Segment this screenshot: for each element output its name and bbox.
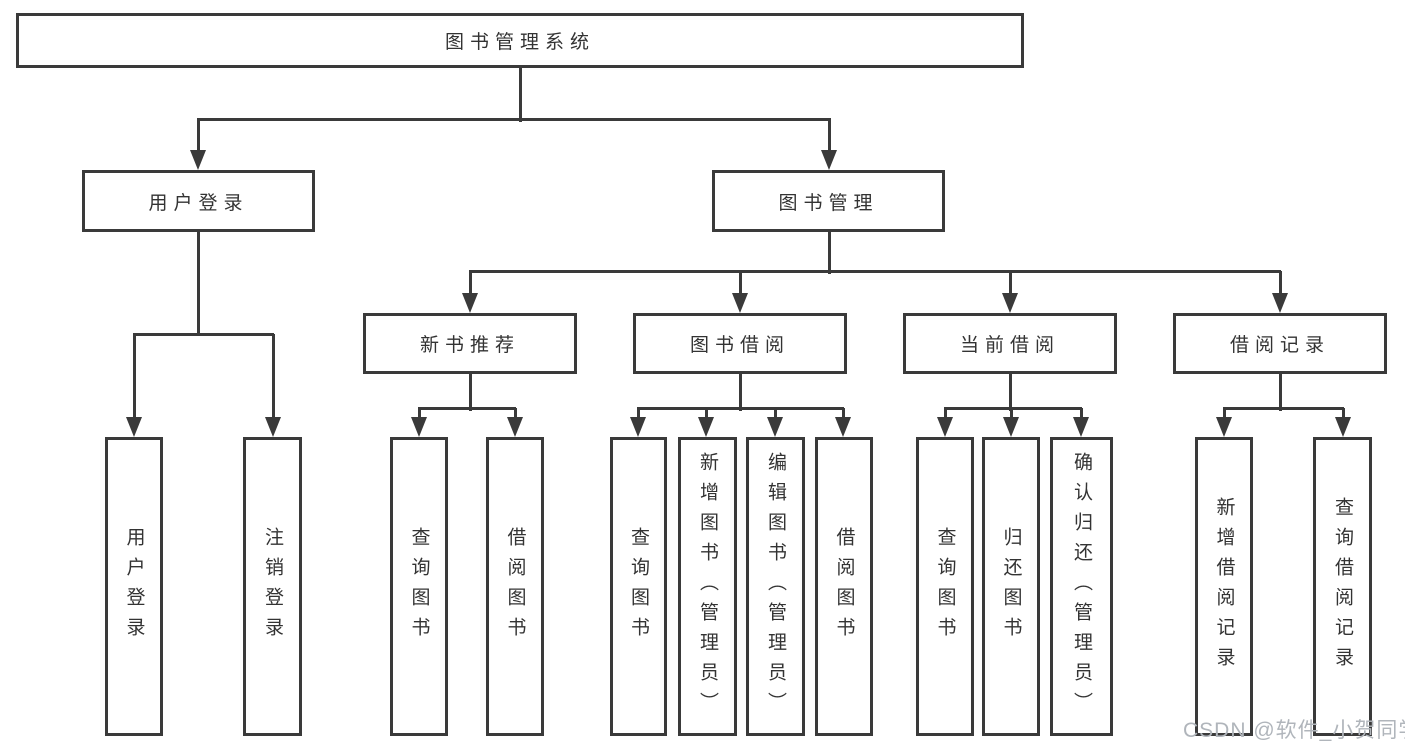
arrow-leaf: [698, 417, 714, 437]
node-label: 借阅记录: [1229, 335, 1330, 356]
connector-to-current-borrow: [1009, 271, 1012, 295]
connector-new-book-stem: [469, 374, 472, 411]
node-book-management: 图书管理: [712, 170, 945, 232]
leaf-label: 新增借阅记录: [1213, 496, 1235, 677]
connector-leaf: [1080, 408, 1083, 419]
leaf-confirm-return-admin: 确认归还（管理员）: [1050, 437, 1113, 736]
leaf-label: 注销登录: [262, 526, 283, 647]
leaf-user-login: 用户登录: [105, 437, 163, 736]
connector-leaf: [418, 408, 421, 419]
connector-leaf: [1010, 408, 1013, 419]
connector-borrow-record-stem: [1279, 374, 1282, 411]
arrow-leaf: [1216, 417, 1232, 437]
leaf-return-books: 归还图书: [982, 437, 1040, 736]
node-current-borrowing: 当前借阅: [903, 313, 1117, 374]
arrow-leaf: [1073, 417, 1089, 437]
connector-level3-fork: [469, 270, 1281, 273]
leaf-label: 用户登录: [123, 526, 145, 647]
arrow-to-new-book: [462, 293, 478, 313]
connector-book-borrow-stem: [739, 374, 742, 411]
arrow-leaf: [630, 417, 646, 437]
connector-level2-fork: [197, 118, 831, 121]
node-label: 新书推荐: [419, 335, 520, 356]
leaf-label: 借阅图书: [833, 526, 855, 647]
arrow-to-borrow-record: [1272, 293, 1288, 313]
leaf-add-books-admin: 新增图书（管理员）: [678, 437, 737, 736]
connector-to-leaf-login: [133, 334, 136, 419]
leaf-query-borrow-record: 查询借阅记录: [1313, 437, 1372, 736]
connector-to-book-borrow: [739, 271, 742, 295]
connector-leaf: [705, 408, 708, 419]
connector-leaf: [944, 408, 947, 419]
connector-borrow-record-fork: [1223, 407, 1344, 410]
node-label: 用户登录: [148, 192, 249, 214]
arrow-to-book-management: [821, 150, 837, 170]
leaf-query-books-current: 查询图书: [916, 437, 974, 736]
connector-leaf: [637, 408, 640, 419]
leaf-label: 查询图书: [934, 526, 956, 647]
connector-to-new-book: [469, 271, 472, 295]
node-user-login: 用户登录: [82, 170, 315, 232]
connector-root-stem: [519, 66, 522, 122]
leaf-label: 确认归还（管理员）: [1071, 451, 1092, 722]
connector-leaf: [1342, 408, 1345, 419]
node-label: 当前借阅: [959, 335, 1060, 356]
arrow-leaf: [767, 417, 783, 437]
arrow-to-leaf-logout: [265, 417, 281, 437]
arrow-leaf: [937, 417, 953, 437]
arrow-to-current-borrow: [1002, 293, 1018, 313]
connector-current-borrow-fork: [944, 407, 1082, 410]
arrow-leaf: [411, 417, 427, 437]
csdn-watermark: CSDN @软件_小贺同学: [1183, 719, 1405, 742]
arrow-leaf: [507, 417, 523, 437]
leaf-logout: 注销登录: [243, 437, 302, 736]
node-label: 图书借阅: [689, 335, 790, 356]
connector-leaf: [514, 408, 517, 419]
leaf-label: 归还图书: [1000, 526, 1022, 647]
connector-to-book-management: [828, 119, 831, 152]
arrow-leaf: [1335, 417, 1351, 437]
arrow-leaf: [1003, 417, 1019, 437]
leaf-query-books-borrowing: 查询图书: [610, 437, 667, 736]
leaf-label: 借阅图书: [504, 526, 526, 647]
connector-to-user-login: [197, 119, 200, 152]
leaf-add-borrow-record: 新增借阅记录: [1195, 437, 1253, 736]
connector-current-borrow-stem: [1009, 374, 1012, 411]
node-label: 图书管理系统: [444, 32, 595, 53]
leaf-label: 查询图书: [628, 526, 649, 647]
connector-leaf: [774, 408, 777, 419]
connector-leaf: [842, 408, 845, 419]
leaf-label: 查询图书: [408, 526, 430, 647]
connector-to-borrow-record: [1279, 271, 1282, 295]
node-book-borrowing: 图书借阅: [633, 313, 847, 374]
node-label: 图书管理: [778, 192, 879, 214]
leaf-borrow-books: 借阅图书: [815, 437, 873, 736]
arrow-to-book-borrow: [732, 293, 748, 313]
connector-user-login-fork: [133, 333, 274, 336]
arrow-leaf: [835, 417, 851, 437]
connector-user-login-stem: [197, 232, 200, 336]
node-borrowing-records: 借阅记录: [1173, 313, 1387, 374]
node-new-book-recommend: 新书推荐: [363, 313, 577, 374]
leaf-label: 新增图书（管理员）: [697, 451, 718, 722]
arrow-to-user-login: [190, 150, 206, 170]
leaf-query-books-recommend: 查询图书: [390, 437, 448, 736]
leaf-label: 编辑图书（管理员）: [765, 451, 786, 722]
node-library-management-system: 图书管理系统: [16, 13, 1024, 68]
connector-to-leaf-logout: [272, 334, 275, 419]
arrow-to-leaf-login: [126, 417, 142, 437]
connector-leaf: [1223, 408, 1226, 419]
leaf-edit-books-admin: 编辑图书（管理员）: [746, 437, 805, 736]
connector-book-management-stem: [828, 232, 831, 274]
leaf-label: 查询借阅记录: [1332, 496, 1353, 677]
leaf-borrow-books-recommend: 借阅图书: [486, 437, 544, 736]
connector-book-borrow-fork: [637, 407, 844, 410]
connector-new-book-fork: [418, 407, 516, 410]
